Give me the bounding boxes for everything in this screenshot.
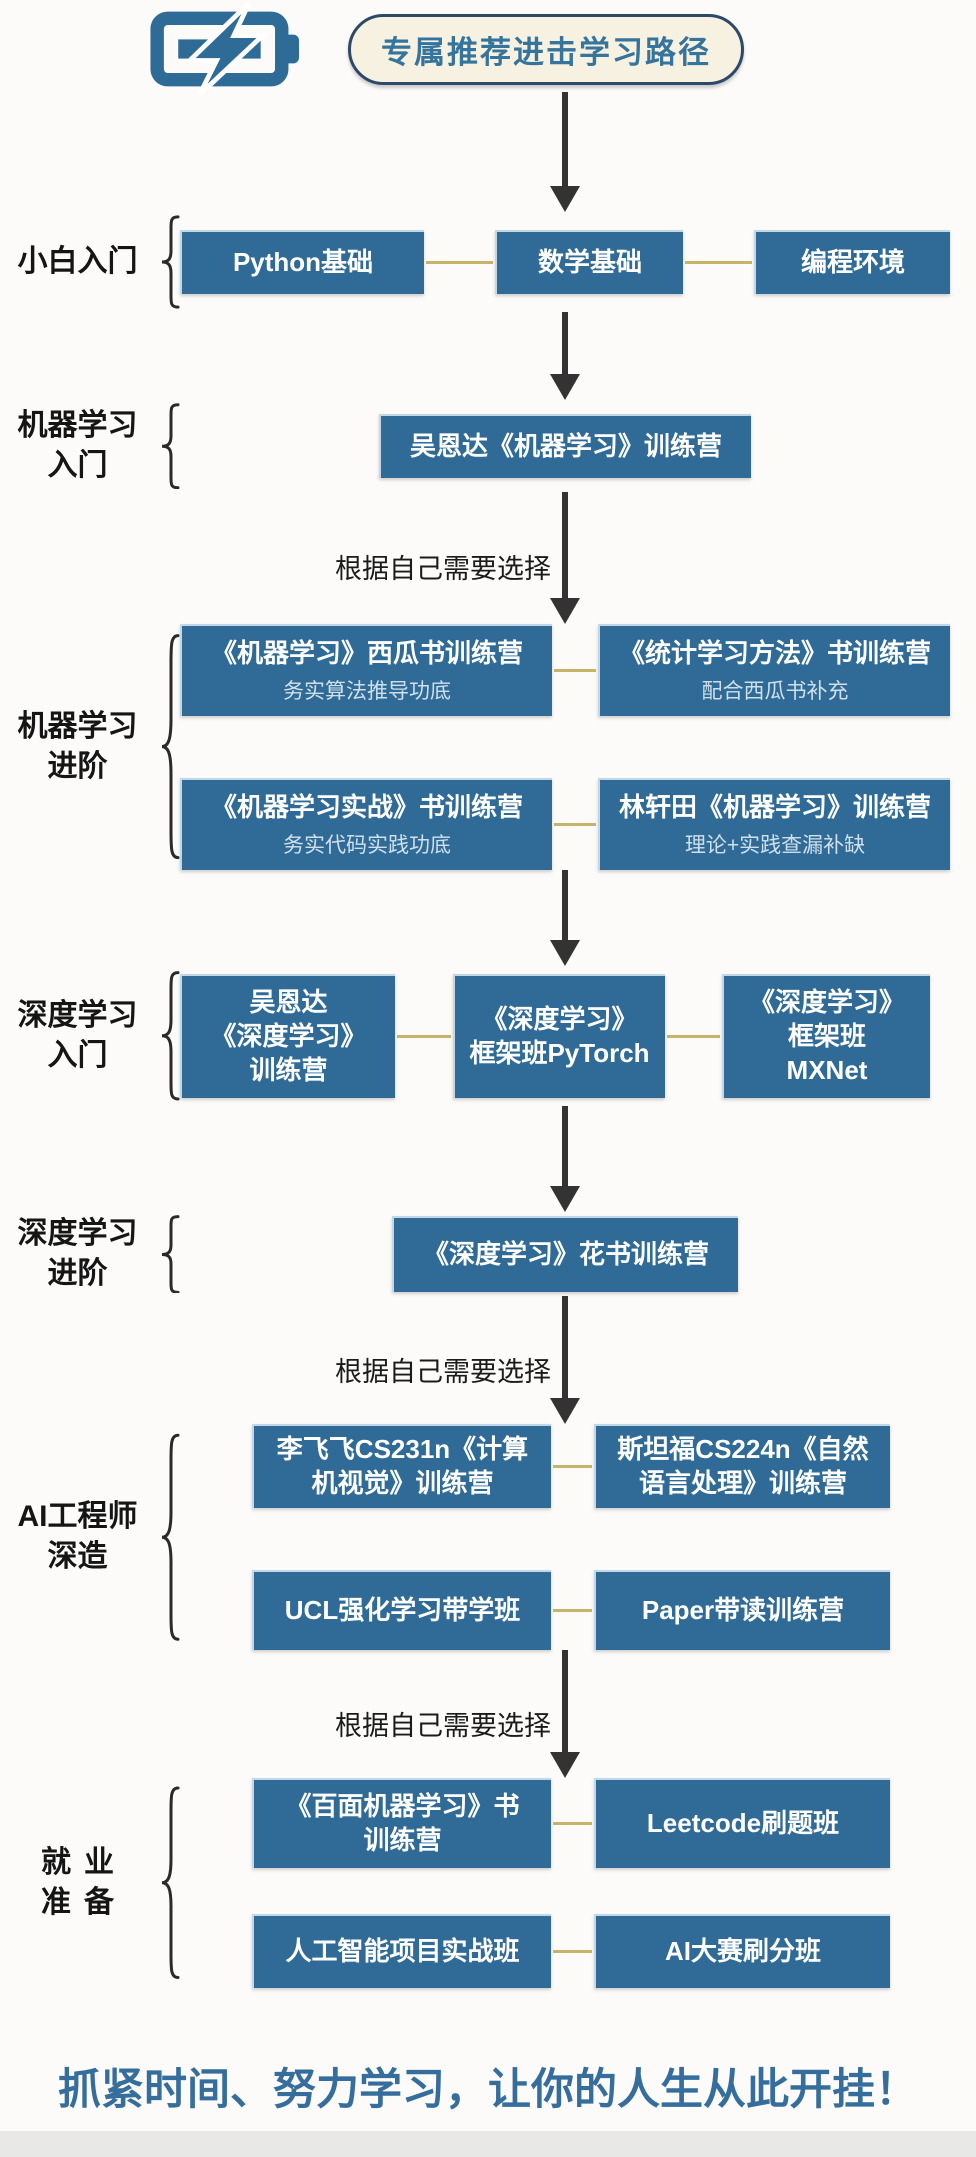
course-box-leetcode: Leetcode刷题班: [594, 1778, 890, 1868]
horizontal-connector-line: [554, 822, 596, 826]
box-title: AI大赛刷分班: [664, 1936, 821, 1967]
battery-lightning-icon: [146, 3, 314, 95]
choose-label: 根据自己需要选择: [335, 1356, 551, 1387]
choose-label: 根据自己需要选择: [335, 1710, 551, 1741]
horizontal-connector-line: [554, 668, 596, 672]
box-title: Python基础: [232, 247, 374, 278]
down-arrow-choose: 根据自己需要选择: [180, 492, 950, 624]
box-title: 数学基础: [537, 247, 642, 278]
section-ml-advanced: 机器学习 进阶 《机器学习》西瓜书训练营 务实算法推导功底 《统计学习方法》书训…: [0, 624, 976, 870]
horizontal-connector-line: [426, 260, 493, 264]
curly-brace-icon: [160, 1431, 180, 1643]
course-box-lin-hsuan-tien: 林轩田《机器学习》训练营 理论+实践查漏补缺: [598, 778, 950, 870]
course-box-ml-in-action: 《机器学习实战》书训练营 务实代码实践功底: [180, 778, 552, 870]
horizontal-connector-line: [397, 1034, 451, 1038]
course-box-cs224n: 斯坦福CS224n《自然 语言处理》训练营: [594, 1424, 890, 1508]
down-arrow-icon: [180, 92, 950, 212]
course-box-andrew-ng-ml: 吴恩达《机器学习》训练营: [379, 414, 751, 478]
section-label: 深度学习 入门: [17, 999, 138, 1072]
course-box-statistical-learning: 《统计学习方法》书训练营 配合西瓜书补充: [598, 624, 950, 716]
horizontal-connector-line: [553, 1949, 592, 1953]
course-box-ai-competition: AI大赛刷分班: [594, 1914, 890, 1988]
horizontal-connector-line: [553, 1608, 592, 1612]
course-box-coding-env: 编程环境: [754, 230, 950, 294]
box-subtitle: 理论+实践查漏补缺: [684, 834, 866, 858]
box-title: 《机器学习》西瓜书训练营: [210, 637, 523, 668]
course-box-paper-reading: Paper带读训练营: [594, 1570, 890, 1650]
curly-brace-icon: [160, 631, 180, 862]
box-subtitle: 务实算法推导功底: [283, 680, 451, 704]
curly-brace-icon: [160, 970, 180, 1102]
page-title: 专属推荐进击学习路径: [348, 13, 744, 85]
course-box-ucl-rl: UCL强化学习带学班: [252, 1570, 551, 1650]
horizontal-connector-line: [553, 1821, 592, 1825]
box-title: 人工智能项目实战班: [285, 1936, 520, 1967]
box-title: 吴恩达《机器学习》训练营: [409, 431, 722, 462]
section-label: 小白入门: [17, 245, 138, 279]
bottom-strip: [0, 2131, 976, 2157]
curly-brace-icon: [160, 215, 180, 309]
down-arrow-icon: [180, 1106, 950, 1212]
box-title: 《统计学习方法》书训练营: [618, 637, 931, 668]
box-title: 编程环境: [800, 247, 905, 278]
curly-brace-icon: [160, 1215, 180, 1294]
course-box-andrew-ng-dl: 吴恩达 《深度学习》 训练营: [180, 974, 395, 1098]
section-dl-intro: 深度学习 入门 吴恩达 《深度学习》 训练营 《深度学习》 框架班PyTorch: [0, 966, 976, 1106]
horizontal-connector-line: [666, 1034, 720, 1038]
course-box-math-basics: 数学基础: [495, 230, 683, 294]
box-subtitle: 务实代码实践功底: [283, 834, 451, 858]
footer-slogan: 抓紧时间、努力学习，让你的人生从此开挂！: [58, 2067, 918, 2115]
course-box-dl-mxnet: 《深度学习》 框架班 MXNet: [722, 974, 930, 1098]
course-box-watermelon-book: 《机器学习》西瓜书训练营 务实算法推导功底: [180, 624, 552, 716]
box-subtitle: 配合西瓜书补充: [701, 680, 849, 704]
course-box-ai-project: 人工智能项目实战班: [252, 1914, 551, 1988]
section-beginner: 小白入门 Python基础 数学基础 编程环境: [0, 212, 976, 312]
section-job-prep: 就业 准备 《百面机器学习》书 训练营 Leetcode刷题班 人工智能项: [0, 1778, 976, 1988]
box-title: Leetcode刷题班: [646, 1808, 840, 1839]
down-arrow-choose: 根据自己需要选择: [180, 1650, 950, 1778]
course-box-dl-flower-book: 《深度学习》花书训练营: [392, 1216, 738, 1292]
section-label: 深度学习 进阶: [17, 1217, 138, 1290]
section-label: 机器学习 入门: [17, 409, 138, 482]
section-label: AI工程师 深造: [17, 1500, 138, 1573]
choose-label: 根据自己需要选择: [335, 554, 551, 585]
curly-brace-icon: [160, 403, 180, 489]
box-title: Paper带读训练营: [641, 1595, 845, 1626]
section-label: 机器学习 进阶: [17, 710, 138, 783]
section-label: 就业 准备: [41, 1846, 127, 1919]
course-box-python-basics: Python基础: [180, 230, 424, 294]
header: 专属推荐进击学习路径: [0, 3, 976, 95]
section-dl-advanced: 深度学习 进阶 《深度学习》花书训练营: [0, 1212, 976, 1296]
box-title: UCL强化学习带学班: [284, 1595, 521, 1626]
section-ml-intro: 机器学习 入门 吴恩达《机器学习》训练营: [0, 400, 976, 492]
box-title: 《深度学习》花书训练营: [422, 1239, 709, 1270]
down-arrow-icon: [180, 870, 950, 966]
box-title: 林轩田《机器学习》训练营: [618, 791, 931, 822]
horizontal-connector-line: [553, 1464, 592, 1468]
horizontal-connector-line: [685, 260, 752, 264]
box-title: 《机器学习实战》书训练营: [210, 791, 523, 822]
curly-brace-icon: [160, 1784, 180, 1981]
down-arrow-choose: 根据自己需要选择: [180, 1296, 950, 1424]
down-arrow-icon: [180, 312, 950, 400]
course-box-cs231n: 李飞飞CS231n《计算 机视觉》训练营: [252, 1424, 551, 1508]
course-box-dl-pytorch: 《深度学习》 框架班PyTorch: [452, 974, 665, 1098]
course-box-baimian-book: 《百面机器学习》书 训练营: [252, 1778, 551, 1868]
section-ai-engineer: AI工程师 深造 李飞飞CS231n《计算 机视觉》训练营 斯坦福CS224n《…: [0, 1424, 976, 1650]
